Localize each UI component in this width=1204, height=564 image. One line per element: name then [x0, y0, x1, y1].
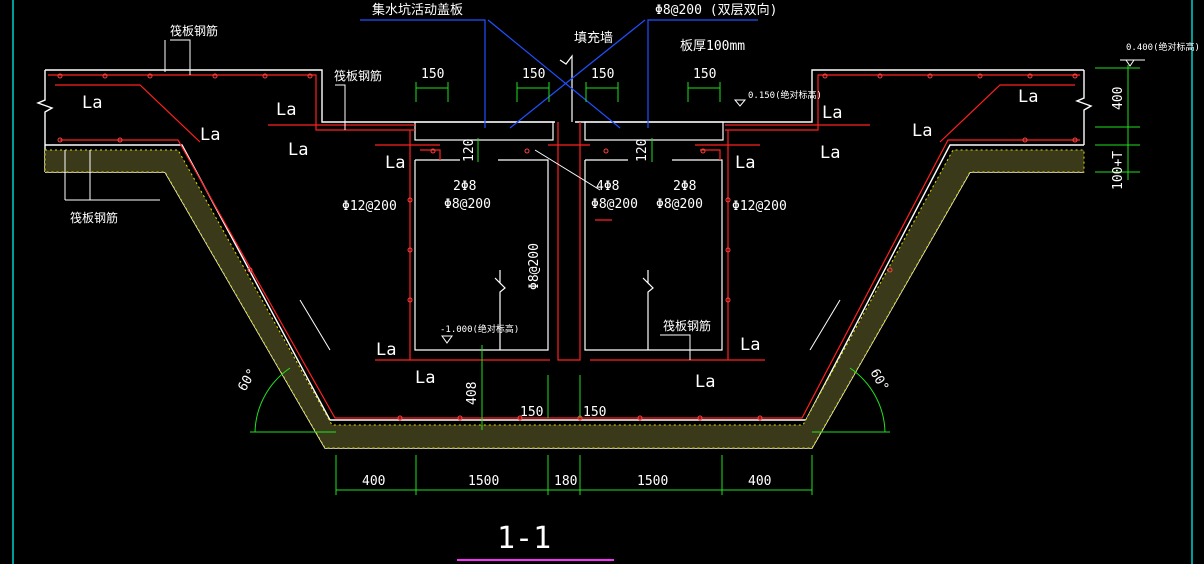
leader-lines: [64, 39, 1145, 360]
anchor-label: La: [385, 153, 405, 173]
anchor-labels: La La La La La La La La La La La La La L…: [82, 87, 1038, 392]
label-stirrup-vertical: Φ8@200: [527, 243, 542, 290]
label-raft-rebar-top: 筏板钢筋: [170, 23, 218, 38]
label-stirrup-mid: Φ8@200: [591, 197, 638, 212]
dim-100t: 100+T: [1111, 151, 1126, 190]
label-raft-rebar-inner: 筏板钢筋: [663, 318, 711, 333]
angle-right: 60°: [867, 367, 892, 395]
label-2phi8-left: 2Φ8: [453, 179, 476, 194]
mid-dim-1: 150: [520, 405, 543, 420]
label-elev-top: 0.400(绝对标高): [1126, 41, 1200, 53]
anchor-label: La: [735, 153, 755, 173]
label-side-rebar-left: Φ12@200: [342, 199, 397, 214]
top-dim-3: 150: [591, 67, 614, 82]
inner-pit-outline: [414, 54, 724, 351]
anchor-label: La: [276, 100, 296, 120]
label-slab-thickness: 板厚100mm: [680, 39, 745, 54]
concrete-outline: [36, 69, 1093, 449]
anchor-label: La: [415, 368, 435, 388]
bottom-dim-5: 400: [748, 474, 771, 489]
angle-left: 60°: [235, 366, 260, 394]
label-2phi8-right: 2Φ8: [673, 179, 696, 194]
anchor-label: La: [820, 143, 840, 163]
elevation-markers: [441, 59, 1135, 344]
anchor-label: La: [695, 372, 715, 392]
anchor-label: La: [912, 121, 932, 141]
label-sump-cover: 集水坑活动盖板: [372, 2, 463, 18]
dim-400-right: 400: [1111, 87, 1126, 110]
label-cover-rebar: Φ8@200 (双层双向): [655, 2, 777, 18]
rebar-dots: [57, 73, 1078, 421]
label-fill-wall: 填充墙: [574, 30, 613, 46]
anchor-label: La: [288, 140, 308, 160]
label-stirrup-right: Φ8@200: [656, 197, 703, 212]
label-elev-slab: 0.150(绝对标高): [748, 89, 822, 101]
label-stirrup-left: Φ8@200: [444, 197, 491, 212]
bottom-dim-4: 1500: [637, 474, 668, 489]
anchor-label: La: [376, 340, 396, 360]
bottom-dim-1: 400: [362, 474, 385, 489]
anchor-label: La: [82, 93, 102, 113]
top-dim-1: 150: [421, 67, 444, 82]
bottom-dim-3: 180: [554, 474, 577, 489]
label-elev-bottom: -1.000(绝对标高): [440, 323, 519, 335]
section-title: 1-1: [497, 521, 551, 556]
dim-408: 408: [465, 382, 480, 405]
dim-120-right: 120: [635, 139, 650, 162]
label-4phi8: 4Φ8: [596, 179, 619, 194]
green-dimensions: [250, 65, 1140, 495]
label-raft-rebar-left: 筏板钢筋: [70, 210, 118, 225]
bottom-dim-2: 1500: [468, 474, 499, 489]
blinding-layer: [44, 149, 1085, 449]
dim-120-left: 120: [462, 139, 477, 162]
top-dim-2: 150: [522, 67, 545, 82]
anchor-label: La: [1018, 87, 1038, 107]
anchor-label: La: [740, 335, 760, 355]
rebar-lines: [48, 74, 1080, 419]
anchor-label: La: [200, 125, 220, 145]
label-raft-rebar-mid: 筏板钢筋: [334, 68, 382, 83]
blue-leaders: [360, 19, 758, 129]
top-dim-4: 150: [693, 67, 716, 82]
label-side-rebar-right: Φ12@200: [732, 199, 787, 214]
mid-dim-2: 150: [583, 405, 606, 420]
anchor-label: La: [822, 103, 842, 123]
